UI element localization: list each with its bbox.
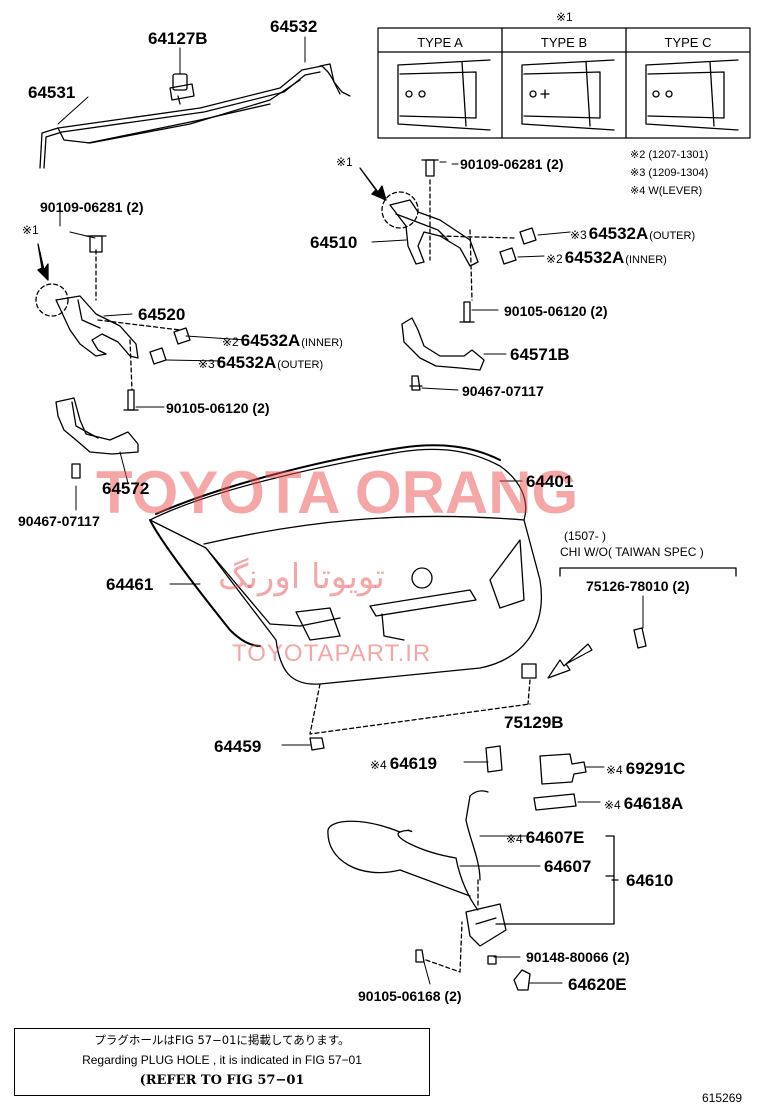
label-64532: 64532 [270, 17, 318, 36]
type-table-frame [377, 27, 751, 139]
label-64620E: 64620E [568, 975, 627, 994]
spec-bracket [559, 567, 737, 577]
spec-text: CHI W/O( TAIWAN SPEC ) [560, 545, 704, 559]
label-90109-right: 90109-06281 (2) [460, 156, 564, 172]
footer-note-box: プラグホールはFIG 57−01に掲載してあります。 Regarding PLU… [14, 1028, 430, 1096]
label-64127B: 64127B [148, 29, 208, 48]
clip-75126 [633, 627, 647, 649]
label-64510: 64510 [310, 233, 358, 252]
bumper-64459 [309, 737, 325, 751]
footer-jp: プラグホールはFIG 57−01に掲載してあります。 [94, 1033, 350, 1047]
leader-lines-door [309, 679, 531, 735]
watermark-site: TOYOTAPART.IR [232, 640, 432, 667]
note-4: ※4 W(LEVER) [630, 185, 703, 197]
luggage-door-64401 [149, 448, 542, 685]
label-ref1-left: ※1 [22, 223, 39, 237]
hinge-64510 [381, 159, 516, 301]
label-75126: 75126-78010 (2) [586, 578, 690, 594]
type-table-ref-mark: ※1 [556, 10, 573, 24]
direction-arrow [547, 643, 593, 679]
label-90105-06120-right: 90105-06120 (2) [504, 303, 608, 319]
type-c-header: TYPE C [664, 35, 712, 50]
footer-en: Regarding PLUG HOLE , it is indicated in… [82, 1053, 362, 1067]
label-90148: 90148-80066 (2) [526, 949, 630, 965]
label-75129B: 75129B [504, 713, 564, 732]
label-64607: 64607 [544, 857, 592, 876]
bracket-64572 [55, 397, 139, 479]
type-b-header: TYPE B [540, 35, 588, 50]
note-3: ※3 (1209-1304) [630, 167, 709, 179]
clips-64532A-right [459, 227, 537, 323]
label-90105-06120-left: 90105-06120 (2) [166, 400, 270, 416]
label-64401: 64401 [526, 472, 574, 491]
bracket-64571B [401, 317, 485, 391]
weatherstrip-64461 [149, 444, 501, 647]
torsion-bars-64531-64532 [39, 63, 351, 169]
pad-75129B [521, 663, 537, 679]
label-90467-right: 90467-07117 [462, 383, 544, 399]
label-90109-left: 90109-06281 (2) [40, 199, 144, 215]
label-leaders [57, 36, 644, 985]
label-90467-left: 90467-07117 [18, 513, 100, 529]
label-64571B: 64571B [510, 345, 570, 364]
label-90105-06168: 90105-06168 (2) [358, 988, 462, 1004]
label-64461: 64461 [106, 575, 154, 594]
label-64459: 64459 [214, 737, 262, 756]
label-64531: 64531 [28, 83, 76, 102]
label-64572: 64572 [102, 479, 150, 498]
note-2: ※2 (1207-1301) [630, 149, 709, 161]
clip-64127B [169, 73, 195, 105]
type-a-header: TYPE A [417, 35, 463, 50]
label-ref1-right: ※1 [336, 155, 353, 169]
figure-number: 615269 [702, 1091, 743, 1105]
label-64520: 64520 [138, 305, 186, 324]
footer-refer: (REFER TO FIG 57−01 [139, 1073, 305, 1088]
watermark-arabic: تویوتا اورنگ [218, 557, 385, 597]
ref-arrows [37, 167, 387, 281]
watermark-main: TOYOTA ORANG [96, 459, 579, 526]
label-64610: 64610 [626, 871, 674, 890]
lock-assembly-64610 [327, 745, 619, 991]
spec-date: (1507- ) [564, 529, 607, 543]
